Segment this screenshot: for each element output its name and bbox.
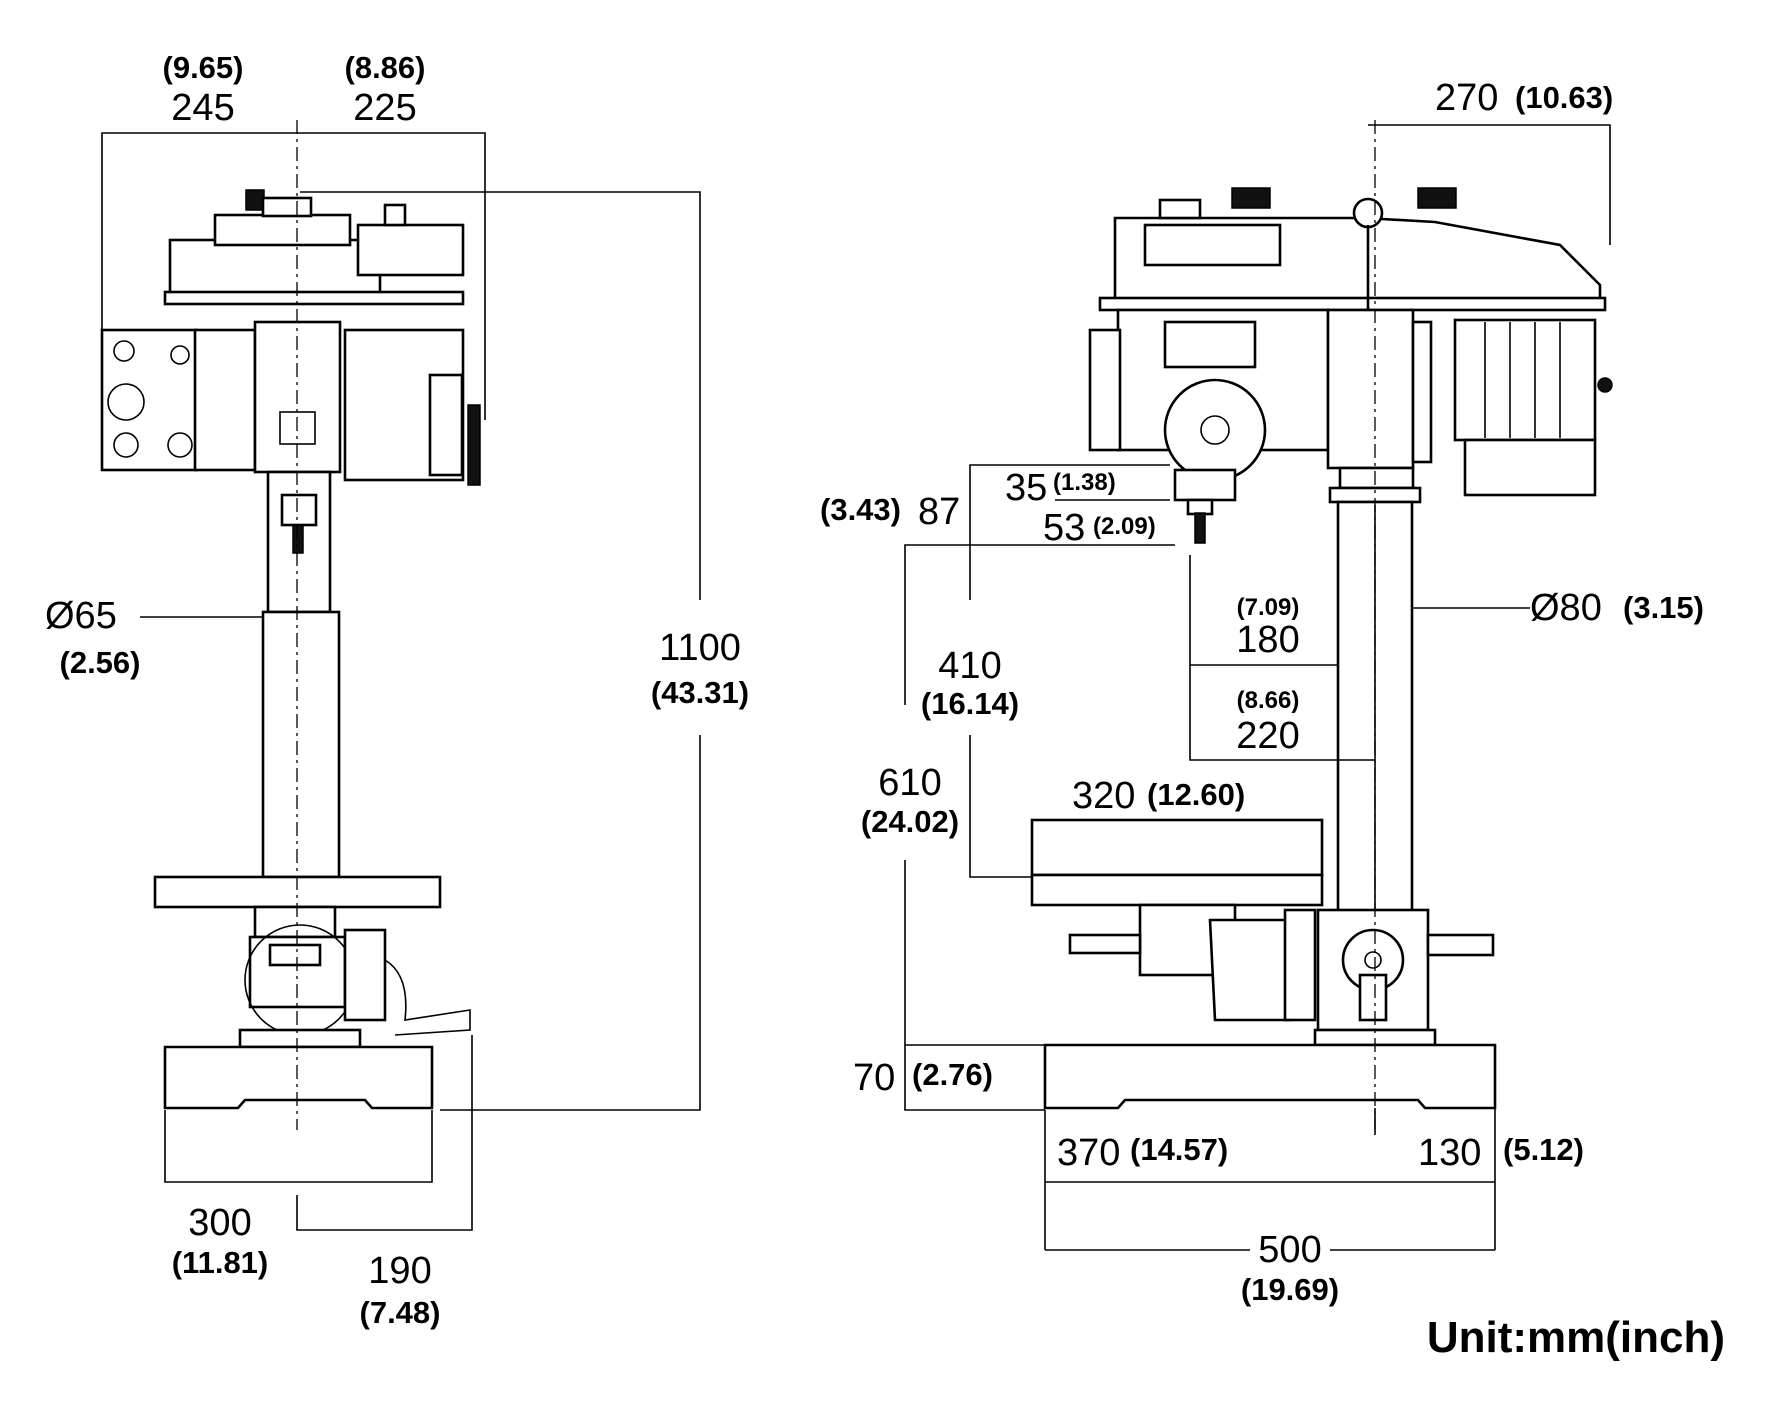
base-width-mm: 300	[188, 1202, 251, 1244]
head-depth-inch: (10.63)	[1515, 80, 1613, 115]
spindle-to-table-inch: (3.43)	[820, 492, 901, 527]
reach-a-inch: (7.09)	[1237, 594, 1300, 621]
base-offset-inch: (7.48)	[360, 1295, 441, 1330]
reach-a-mm: 180	[1236, 619, 1299, 661]
spindle-offset-b-mm: 53	[1043, 507, 1085, 549]
base-height-inch: (2.76)	[912, 1057, 993, 1092]
base-front-mm: 370	[1057, 1132, 1120, 1174]
base-rear-mm: 130	[1418, 1132, 1481, 1174]
top-left-width-inch: (9.65)	[163, 50, 244, 85]
table-size-mm: 320	[1072, 775, 1135, 817]
reach-b-inch: (8.66)	[1237, 687, 1300, 714]
table-travel-inch: (16.14)	[921, 686, 1019, 721]
front-view	[100, 120, 701, 1231]
base-length-mm: 500	[1258, 1229, 1321, 1271]
column-diameter-mm: Ø65	[45, 595, 117, 637]
side-view-labels: 270 (10.63) 35 (1.38) 53 (2.09) (3.43) 8…	[820, 77, 1704, 1307]
spindle-offset-a-mm: 35	[1005, 467, 1047, 509]
column-diameter-inch: (2.56)	[60, 645, 141, 680]
base-rear-inch: (5.12)	[1503, 1132, 1584, 1167]
front-view-labels: (9.65) 245 (8.86) 225 Ø65 (2.56) 1100 (4…	[45, 50, 749, 1330]
spindle-offset-a-inch: (1.38)	[1053, 469, 1116, 496]
base-front-inch: (14.57)	[1130, 1132, 1228, 1167]
head-depth-mm: 270	[1435, 77, 1498, 119]
side-view	[904, 120, 1613, 1251]
spindle-to-table-mm: 87	[918, 491, 960, 533]
base-offset-mm: 190	[368, 1250, 431, 1292]
side-column-diameter-mm: Ø80	[1530, 587, 1602, 629]
overall-height-mm: 1100	[659, 627, 741, 669]
spindle-offset-b-inch: (2.09)	[1093, 513, 1156, 540]
table-size-inch: (12.60)	[1147, 777, 1245, 812]
side-column-diameter-inch: (3.15)	[1623, 590, 1704, 625]
top-right-width-mm: 225	[353, 87, 416, 129]
table-travel-mm: 410	[938, 645, 1001, 687]
base-width-inch: (11.81)	[172, 1245, 269, 1280]
spindle-to-base-mm: 610	[878, 762, 941, 804]
spindle-to-base-inch: (24.02)	[861, 804, 959, 839]
base-height-mm: 70	[853, 1057, 895, 1099]
top-left-width-mm: 245	[171, 87, 234, 129]
base-length-inch: (19.69)	[1241, 1272, 1339, 1307]
top-right-width-inch: (8.86)	[345, 50, 426, 85]
reach-b-mm: 220	[1236, 715, 1299, 757]
unit-label: Unit:mm(inch)	[1427, 1313, 1725, 1362]
overall-height-inch: (43.31)	[651, 675, 749, 710]
